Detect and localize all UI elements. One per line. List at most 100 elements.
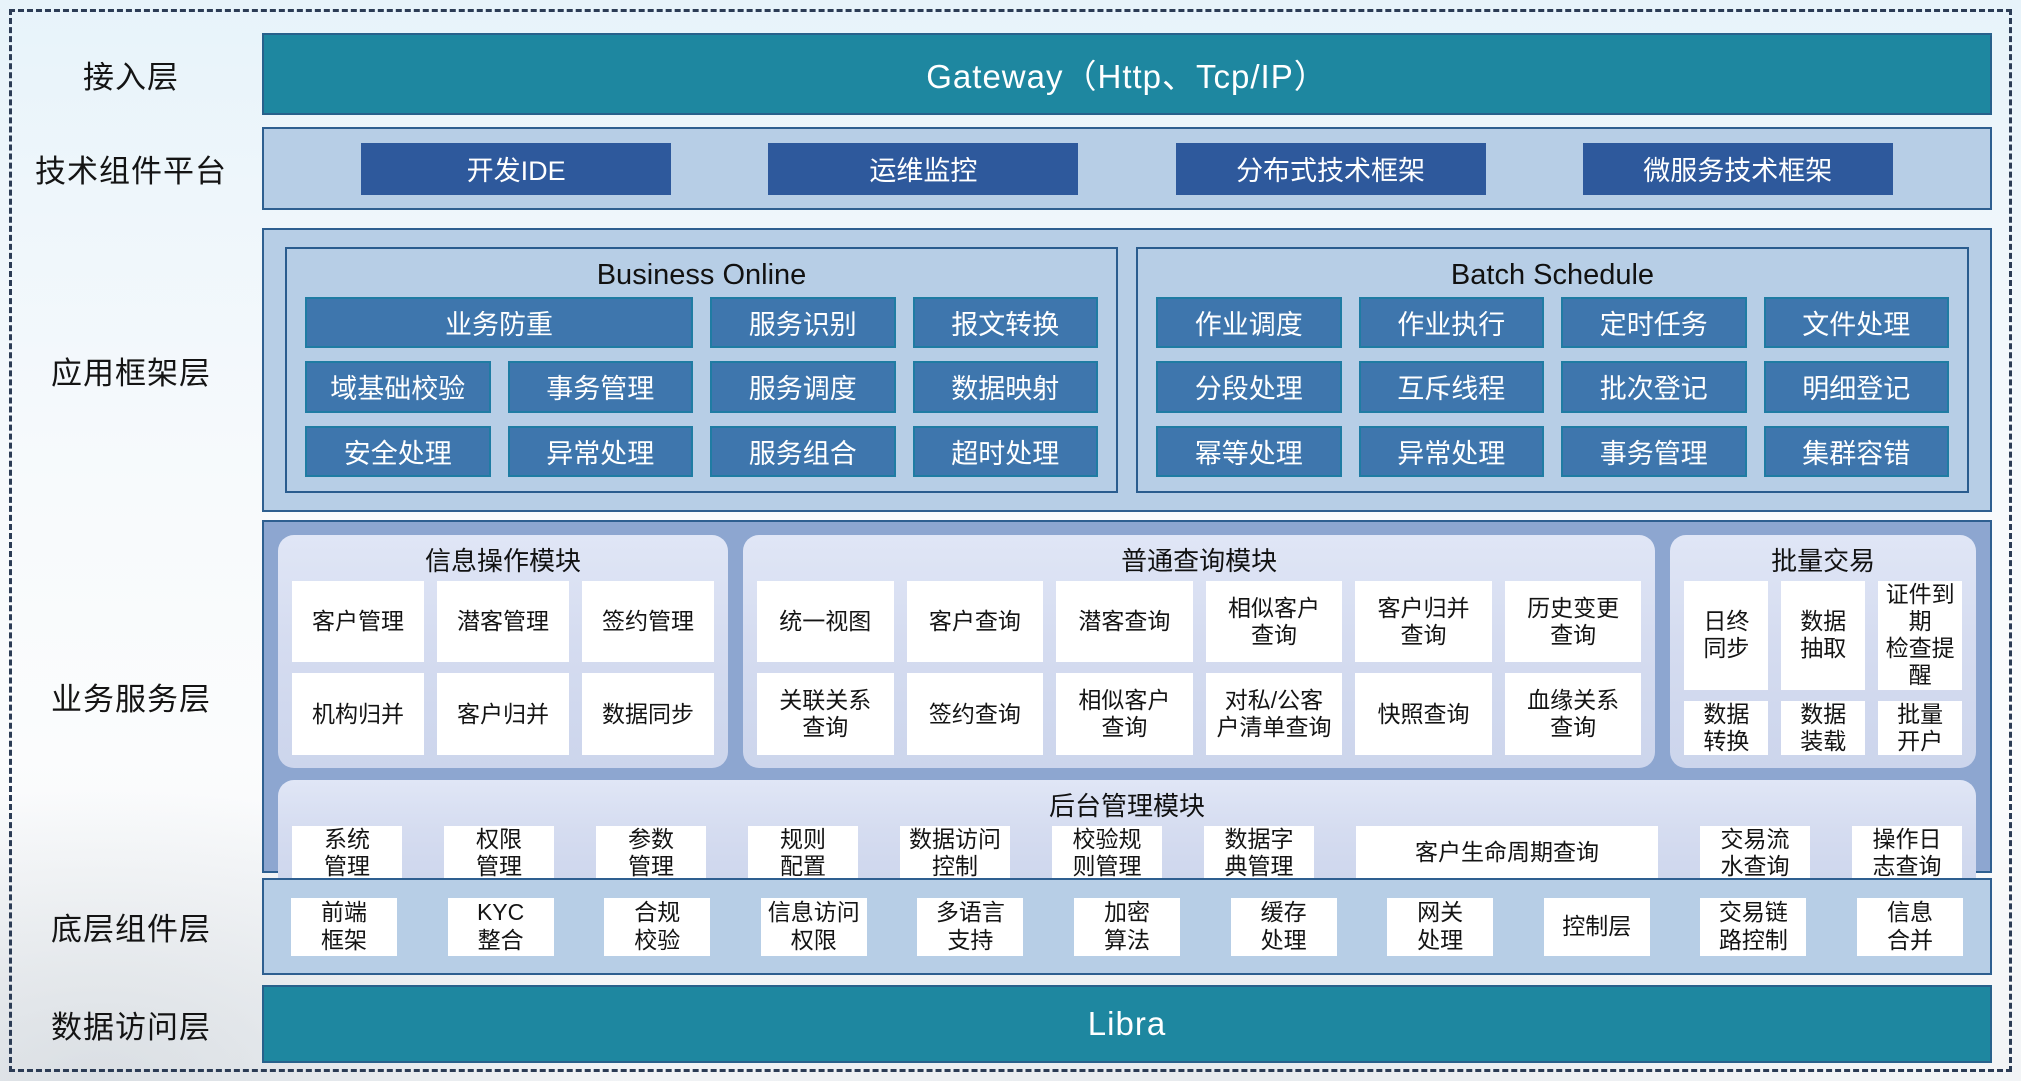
framework-capability-button: 服务调度 bbox=[710, 361, 896, 413]
business-online-panel: Business Online 业务防重服务识别报文转换域基础校验事务管理服务调… bbox=[285, 247, 1118, 493]
layer-label-data-access: 数据访问层 bbox=[51, 1009, 211, 1045]
base-component-button: 信息访问 权限 bbox=[760, 897, 867, 956]
framework-capability-button: 服务识别 bbox=[710, 297, 896, 349]
base-component-button: 网关 处理 bbox=[1387, 897, 1494, 956]
admin-function-button: 校验规 则管理 bbox=[1052, 825, 1162, 880]
batch-transaction-module-grid: 日终 同步数据 抽取证件到期 检查提醒数据 转换数据 装载批量 开户 bbox=[1684, 581, 1962, 755]
tech-component-button: 开发IDE bbox=[361, 142, 672, 195]
service-button: 数据 转换 bbox=[1684, 700, 1769, 755]
admin-function-button: 客户生命周期查询 bbox=[1356, 825, 1658, 880]
service-modules-row: 信息操作模块 客户管理潜客管理签约管理机构归并客户归并数据同步 普通查询模块 统… bbox=[278, 535, 1976, 768]
admin-module-row: 系统 管理权限 管理参数 管理规则 配置数据访问 控制校验规 则管理数据字 典管… bbox=[292, 825, 1962, 880]
admin-function-button: 系统 管理 bbox=[292, 825, 402, 880]
service-button: 证件到期 检查提醒 bbox=[1878, 581, 1962, 690]
framework-capability-button: 超时处理 bbox=[912, 425, 1098, 477]
base-component-button: 信息 合并 bbox=[1856, 897, 1963, 956]
framework-capability-button: 报文转换 bbox=[912, 297, 1098, 349]
service-button: 签约管理 bbox=[581, 581, 714, 663]
service-button: 数据 装载 bbox=[1781, 700, 1866, 755]
service-button: 批量 开户 bbox=[1878, 700, 1962, 755]
app-framework-container: Business Online 业务防重服务识别报文转换域基础校验事务管理服务调… bbox=[262, 228, 1992, 512]
business-online-title: Business Online bbox=[596, 259, 807, 291]
general-query-module-grid: 统一视图客户查询潜客查询相似客户 查询客户归并 查询历史变更 查询关联关系 查询… bbox=[756, 581, 1642, 755]
admin-function-button: 规则 配置 bbox=[748, 825, 858, 880]
tech-component-button: 运维监控 bbox=[768, 142, 1079, 195]
batch-transaction-module-title: 批量交易 bbox=[1771, 546, 1876, 576]
framework-capability-button: 服务组合 bbox=[710, 425, 896, 477]
base-component-button: 交易链 路控制 bbox=[1700, 897, 1807, 956]
info-operation-module-grid: 客户管理潜客管理签约管理机构归并客户归并数据同步 bbox=[292, 581, 714, 755]
framework-capability-button: 事务管理 bbox=[507, 361, 693, 413]
business-service-container: 信息操作模块 客户管理潜客管理签约管理机构归并客户归并数据同步 普通查询模块 统… bbox=[262, 520, 1992, 893]
framework-capability-button: 明细登记 bbox=[1763, 361, 1949, 413]
framework-capability-button: 作业调度 bbox=[1156, 297, 1342, 349]
base-component-button: 加密 算法 bbox=[1073, 897, 1180, 956]
service-button: 血缘关系 查询 bbox=[1504, 673, 1642, 755]
admin-module-title: 后台管理模块 bbox=[1048, 790, 1205, 821]
service-button: 客户管理 bbox=[292, 581, 424, 663]
business-online-grid: 业务防重服务识别报文转换域基础校验事务管理服务调度数据映射安全处理异常处理服务组… bbox=[305, 297, 1098, 477]
base-component-button: 控制层 bbox=[1543, 897, 1650, 956]
service-button: 签约查询 bbox=[906, 673, 1044, 755]
layer-label-access: 接入层 bbox=[83, 59, 179, 95]
framework-capability-button: 批次登记 bbox=[1561, 361, 1747, 413]
service-button: 相似客户 查询 bbox=[1056, 673, 1193, 755]
service-button: 数据 抽取 bbox=[1781, 581, 1866, 690]
layer-row-app-framework: 应用框架层 Business Online 业务防重服务识别报文转换域基础校验事… bbox=[0, 228, 2021, 512]
framework-capability-button: 文件处理 bbox=[1763, 297, 1949, 349]
layer-label-base-components: 底层组件层 bbox=[51, 912, 211, 947]
info-operation-module: 信息操作模块 客户管理潜客管理签约管理机构归并客户归并数据同步 bbox=[278, 535, 728, 768]
info-operation-module-title: 信息操作模块 bbox=[424, 546, 581, 576]
batch-transaction-module: 批量交易 日终 同步数据 抽取证件到期 检查提醒数据 转换数据 装载批量 开户 bbox=[1670, 535, 1976, 768]
service-button: 对私/公客 户清单查询 bbox=[1205, 673, 1343, 755]
framework-capability-button: 域基础校验 bbox=[305, 361, 491, 413]
admin-function-button: 交易流 水查询 bbox=[1700, 825, 1810, 880]
framework-capability-button: 异常处理 bbox=[507, 425, 693, 477]
batch-schedule-grid: 作业调度作业执行定时任务文件处理分段处理互斥线程批次登记明细登记幂等处理异常处理… bbox=[1156, 297, 1949, 477]
framework-capability-button: 事务管理 bbox=[1561, 425, 1747, 477]
service-button: 相似客户 查询 bbox=[1205, 581, 1343, 663]
tech-component-button: 分布式技术框架 bbox=[1175, 142, 1486, 195]
layer-label-app-framework: 应用框架层 bbox=[51, 355, 211, 391]
service-button: 统一视图 bbox=[756, 581, 894, 663]
admin-function-button: 参数 管理 bbox=[596, 825, 706, 880]
layer-label-tech-platform: 技术组件平台 bbox=[35, 154, 227, 189]
framework-capability-button: 互斥线程 bbox=[1358, 361, 1544, 413]
gateway-bar: Gateway（Http、Tcp/IP） bbox=[262, 33, 1992, 115]
service-button: 客户查询 bbox=[906, 581, 1044, 663]
base-component-button: 前端 框架 bbox=[291, 897, 397, 956]
base-component-button: 多语言 支持 bbox=[917, 897, 1024, 956]
service-button: 客户归并 查询 bbox=[1355, 581, 1492, 663]
service-button: 数据同步 bbox=[581, 673, 714, 755]
service-button: 快照查询 bbox=[1355, 673, 1492, 755]
base-component-button: 合规 校验 bbox=[604, 897, 711, 956]
framework-capability-button: 分段处理 bbox=[1156, 361, 1342, 413]
base-component-button: KYC 整合 bbox=[447, 897, 554, 956]
base-component-button: 缓存 处理 bbox=[1230, 897, 1337, 956]
framework-capability-button: 业务防重 bbox=[305, 297, 693, 349]
service-button: 潜客查询 bbox=[1056, 581, 1193, 663]
framework-capability-button: 作业执行 bbox=[1358, 297, 1544, 349]
admin-function-button: 数据字 典管理 bbox=[1204, 825, 1314, 880]
admin-function-button: 权限 管理 bbox=[444, 825, 554, 880]
service-button: 历史变更 查询 bbox=[1504, 581, 1642, 663]
framework-capability-button: 数据映射 bbox=[912, 361, 1098, 413]
general-query-module-title: 普通查询模块 bbox=[1121, 546, 1278, 576]
layer-label-business-service: 业务服务层 bbox=[51, 682, 211, 717]
general-query-module: 普通查询模块 统一视图客户查询潜客查询相似客户 查询客户归并 查询历史变更 查询… bbox=[742, 535, 1656, 768]
framework-capability-button: 幂等处理 bbox=[1156, 425, 1342, 477]
admin-function-button: 数据访问 控制 bbox=[900, 825, 1010, 880]
libra-bar: Libra bbox=[262, 985, 1992, 1063]
service-button: 日终 同步 bbox=[1684, 581, 1769, 690]
batch-schedule-title: Batch Schedule bbox=[1450, 259, 1655, 291]
base-components-container: 前端 框架 KYC 整合合规 校验信息访问 权限多语言 支持加密 算法缓存 处理网… bbox=[262, 878, 1992, 975]
framework-capability-button: 定时任务 bbox=[1561, 297, 1747, 349]
layer-row-data-access: 数据访问层 Libra bbox=[0, 985, 2021, 1063]
service-button: 机构归并 bbox=[292, 673, 424, 755]
batch-schedule-panel: Batch Schedule 作业调度作业执行定时任务文件处理分段处理互斥线程批… bbox=[1136, 247, 1969, 493]
layer-row-business-service: 业务服务层 信息操作模块 客户管理潜客管理签约管理机构归并客户归并数据同步 普通… bbox=[0, 520, 2021, 893]
framework-capability-button: 异常处理 bbox=[1358, 425, 1544, 477]
